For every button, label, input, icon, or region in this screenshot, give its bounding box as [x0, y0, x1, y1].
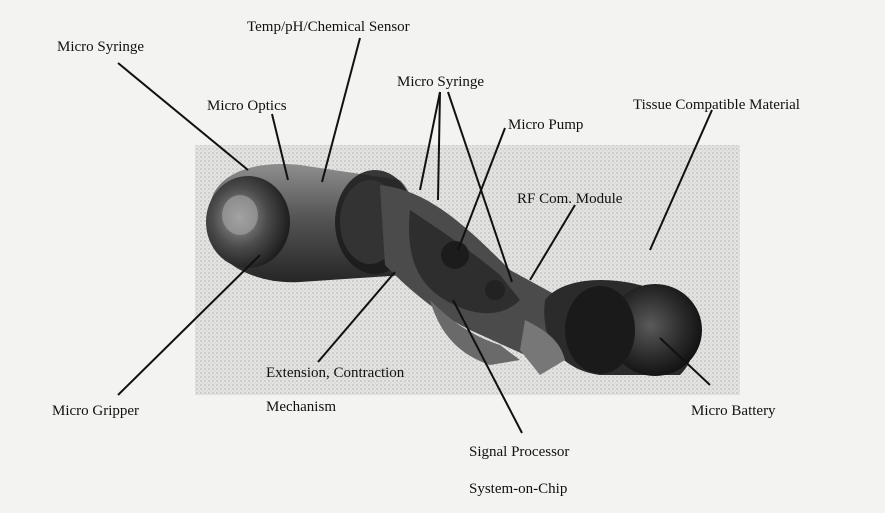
label-micro-battery: Micro Battery: [691, 402, 776, 420]
leader-micro-syringe-left: [118, 63, 248, 170]
label-signal-processor-line2: System-on-Chip: [469, 480, 567, 498]
label-micro-syringe-center: Micro Syringe: [397, 73, 484, 91]
label-micro-syringe-left: Micro Syringe: [57, 38, 144, 56]
label-micro-optics: Micro Optics: [207, 97, 287, 115]
label-micro-gripper: Micro Gripper: [52, 402, 139, 420]
label-extension-line1: Extension, Contraction: [266, 364, 404, 382]
label-micro-pump: Micro Pump: [508, 116, 583, 134]
label-extension-line2: Mechanism: [266, 398, 336, 416]
label-rf-module: RF Com. Module: [517, 190, 622, 208]
label-temp-sensor: Temp/pH/Chemical Sensor: [247, 18, 410, 36]
label-tissue-material: Tissue Compatible Material: [633, 96, 800, 114]
label-signal-processor-line1: Signal Processor: [469, 443, 569, 461]
